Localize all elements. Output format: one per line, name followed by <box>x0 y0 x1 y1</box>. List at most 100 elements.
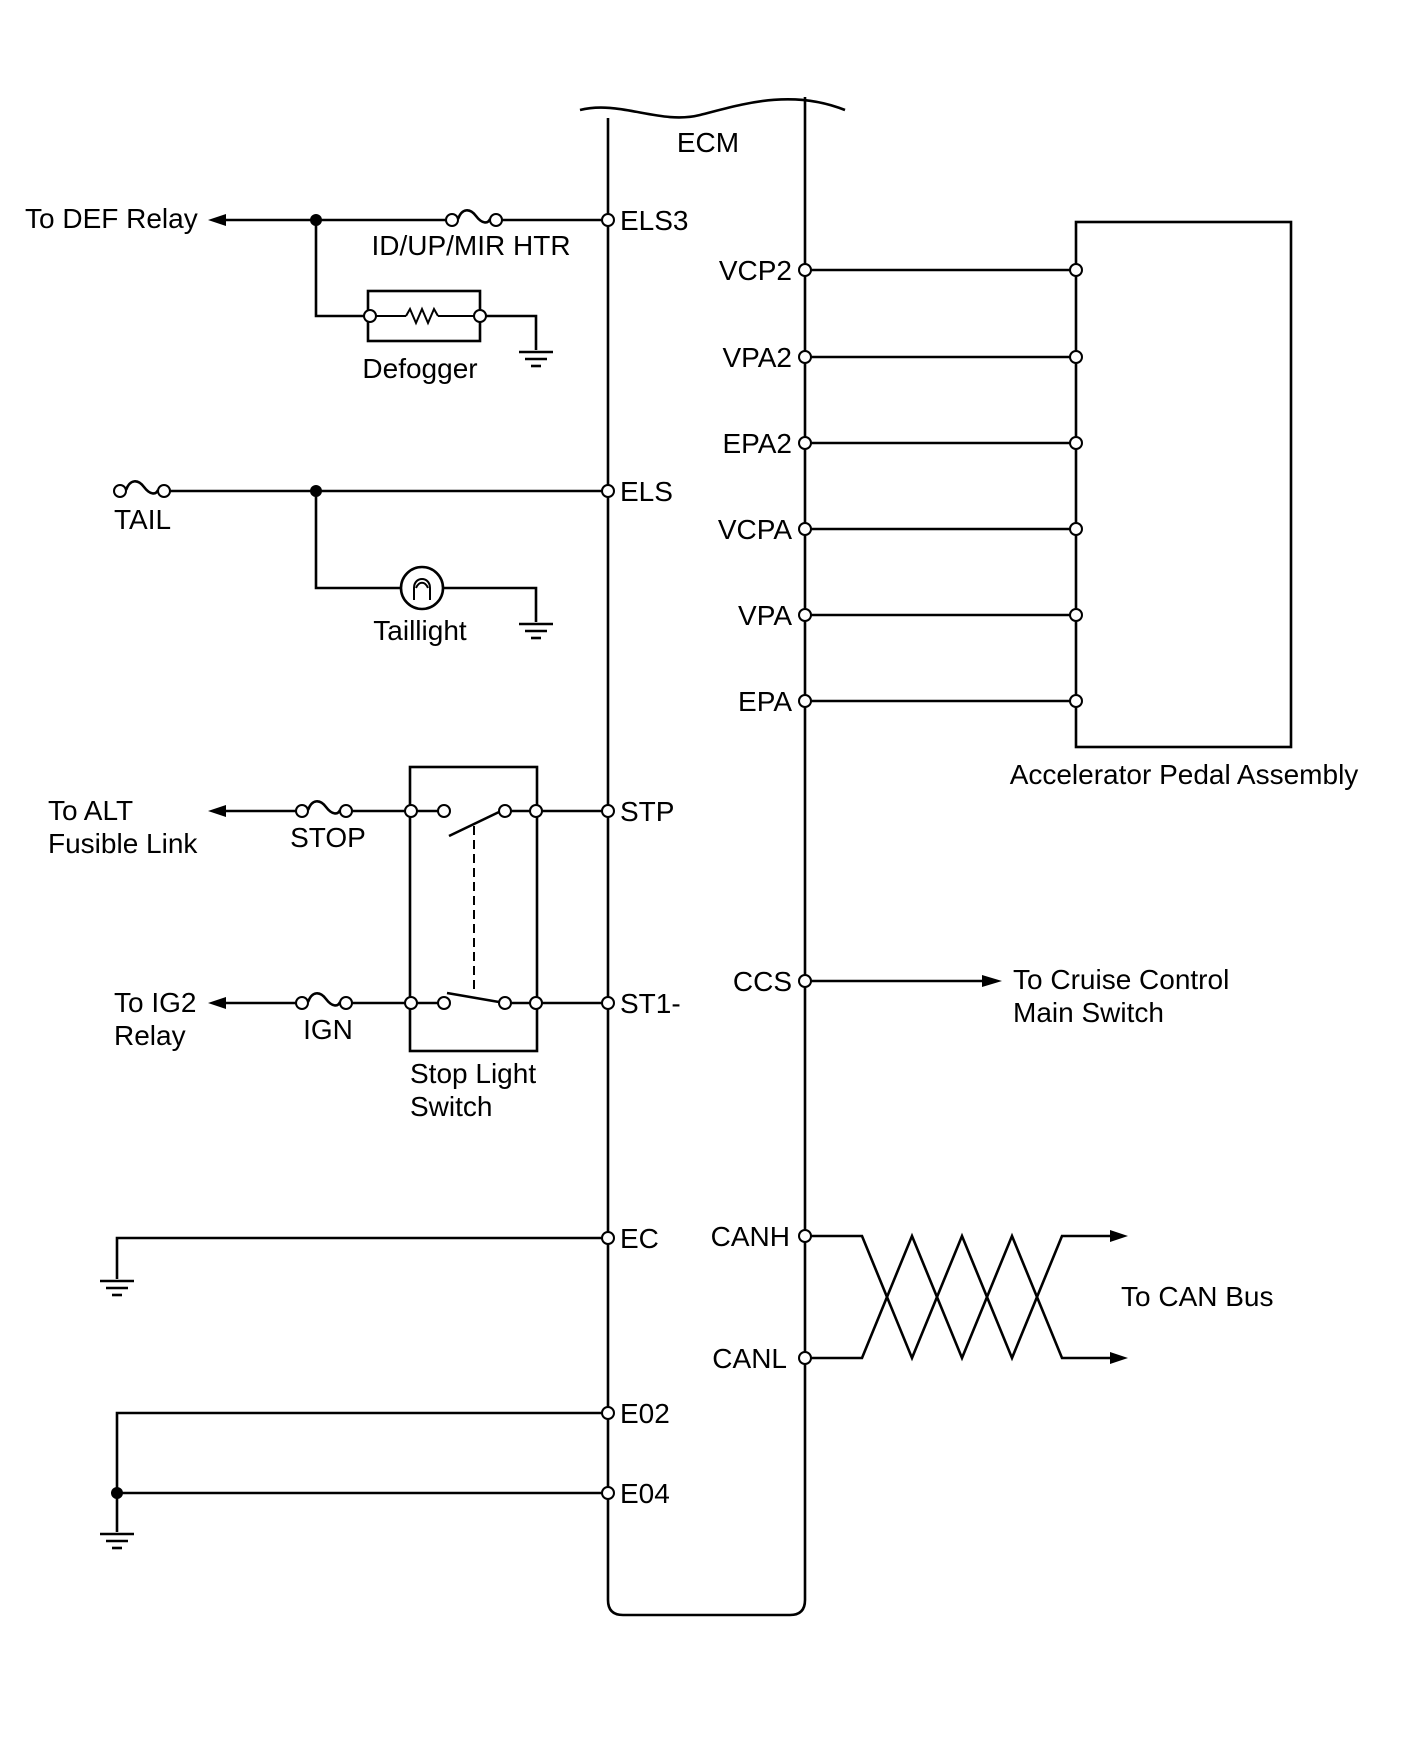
ground-icon <box>519 350 553 368</box>
stop-light-switch-label-line1: Stop Light <box>410 1058 536 1089</box>
pin-epa-terminal <box>798 694 812 708</box>
defogger-circuit: To DEF Relay ID/UP/MIR HTR ELS3 Defogger <box>25 203 689 384</box>
ground-icon <box>519 622 553 640</box>
to-ig2-label-line1: To IG2 <box>114 987 196 1018</box>
ecm-block: ECM <box>579 97 846 1617</box>
stop-light-switch-label-line2: Switch <box>410 1091 492 1122</box>
to-alt-label-line2: Fusible Link <box>48 828 198 859</box>
stop-light-switch-box <box>408 765 539 1053</box>
stp-switch-blade <box>448 810 500 838</box>
pin-canl-terminal <box>798 1351 812 1365</box>
pedal-terminal-vcpa <box>1069 522 1083 536</box>
pin-vcp2-label: VCP2 <box>719 255 792 286</box>
to-alt-label-line1: To ALT <box>48 795 133 826</box>
canh-arrow <box>1110 1230 1128 1242</box>
to-can-bus-label: To CAN Bus <box>1121 1281 1274 1312</box>
pin-ec-terminal <box>601 1231 615 1245</box>
to-def-relay-label: To DEF Relay <box>25 203 198 234</box>
pin-canh-terminal <box>798 1229 812 1243</box>
ign-fuse-label: IGN <box>303 1014 353 1045</box>
htr-fuse-terminal-left <box>445 213 459 227</box>
to-ig2-label-line2: Relay <box>114 1020 186 1051</box>
pin-els-terminal <box>601 484 615 498</box>
defogger-feed-wire <box>314 220 364 318</box>
defogger-ground-wire <box>486 314 538 350</box>
cruise-control-circuit: CCS To Cruise Control Main Switch <box>733 964 1229 1028</box>
pin-epa-label: EPA <box>738 686 792 717</box>
pin-vpa2-label: VPA2 <box>722 342 792 373</box>
to-cruise-label-line2: Main Switch <box>1013 997 1164 1028</box>
stp-switch-terminal-right <box>529 804 543 818</box>
pedal-terminal-epa2 <box>1069 436 1083 450</box>
to-cruise-arrow <box>982 975 1002 987</box>
pedal-terminal-vpa2 <box>1069 350 1083 364</box>
stp-contact-left <box>437 804 451 818</box>
pedal-terminal-vcp2 <box>1069 263 1083 277</box>
taillight-feed-wire <box>314 491 400 590</box>
defogger-label: Defogger <box>362 353 477 384</box>
pedal-terminal-epa <box>1069 694 1083 708</box>
pin-vpa-label: VPA <box>738 600 792 631</box>
stop-light-switch-circuit: To ALT Fusible Link STOP STP To IG2 Rela… <box>48 765 681 1122</box>
ecm-outline <box>606 97 807 1617</box>
stop-fuse-label: STOP <box>290 822 366 853</box>
pin-vpa2-terminal <box>798 350 812 364</box>
canh-wire <box>811 1232 1110 1362</box>
pin-vcpa-terminal <box>798 522 812 536</box>
accelerator-pedal-box <box>1074 220 1293 749</box>
pin-epa2-terminal <box>798 436 812 450</box>
defogger-terminal-right <box>473 309 487 323</box>
st1-switch-blade <box>446 991 500 1004</box>
stp-switch-terminal-left <box>404 804 418 818</box>
ign-fuse-terminal-left <box>295 996 309 1010</box>
taillight-bulb-icon <box>399 565 445 611</box>
ign-fuse-terminal-right <box>339 996 353 1010</box>
pin-st1-label: ST1- <box>620 988 681 1019</box>
pin-vcp2-terminal <box>798 263 812 277</box>
pin-stp-label: STP <box>620 796 674 827</box>
ecm-break-line <box>579 98 846 119</box>
to-alt-arrow <box>208 805 226 817</box>
st1-contact-left <box>437 996 451 1010</box>
pin-vpa-terminal <box>798 608 812 622</box>
pin-st1-terminal <box>601 996 615 1010</box>
pin-e04-terminal <box>601 1486 615 1500</box>
pin-ec-label: EC <box>620 1223 659 1254</box>
pin-e02-label: E02 <box>620 1398 670 1429</box>
pin-els3-label: ELS3 <box>620 205 689 236</box>
tail-fuse-label: TAIL <box>114 504 171 535</box>
htr-fuse-icon <box>456 209 492 224</box>
ground-junction-dot <box>111 1487 123 1499</box>
pin-canl-label: CANL <box>712 1343 787 1374</box>
pin-vcpa-label: VCPA <box>718 514 792 545</box>
id-up-mir-htr-label: ID/UP/MIR HTR <box>371 230 570 261</box>
taillight-ground-wire <box>443 586 538 622</box>
stop-fuse-terminal-right <box>339 804 353 818</box>
to-cruise-label-line1: To Cruise Control <box>1013 964 1229 995</box>
pin-canh-label: CANH <box>711 1221 790 1252</box>
e02-ground-wire <box>115 1411 602 1532</box>
ecm-title: ECM <box>677 127 739 158</box>
ign-fuse-icon <box>306 992 342 1007</box>
stp-contact-right <box>498 804 512 818</box>
pin-stp-terminal <box>601 804 615 818</box>
ground-icon <box>100 1279 134 1297</box>
pin-ccs-label: CCS <box>733 966 792 997</box>
def-relay-arrow <box>208 214 226 226</box>
defogger-terminal-left <box>363 309 377 323</box>
pin-epa2-label: EPA2 <box>722 428 792 459</box>
canl-wire <box>811 1232 1110 1362</box>
st1-switch-terminal-left <box>404 996 418 1010</box>
defogger-resistor-icon <box>405 306 439 326</box>
accelerator-pedal-circuit: VCP2 VPA2 EPA2 VCPA VPA EPA Accelerator … <box>718 220 1359 790</box>
pin-e04-label: E04 <box>620 1478 670 1509</box>
tail-fuse-icon <box>124 480 160 495</box>
stop-fuse-terminal-left <box>295 804 309 818</box>
st1-contact-right <box>498 996 512 1010</box>
accelerator-pedal-assembly-label: Accelerator Pedal Assembly <box>1010 759 1359 790</box>
ground-circuits: EC E02 E04 <box>100 1223 670 1550</box>
ground-icon <box>100 1532 134 1550</box>
htr-fuse-terminal-right <box>489 213 503 227</box>
canl-arrow <box>1110 1352 1128 1364</box>
